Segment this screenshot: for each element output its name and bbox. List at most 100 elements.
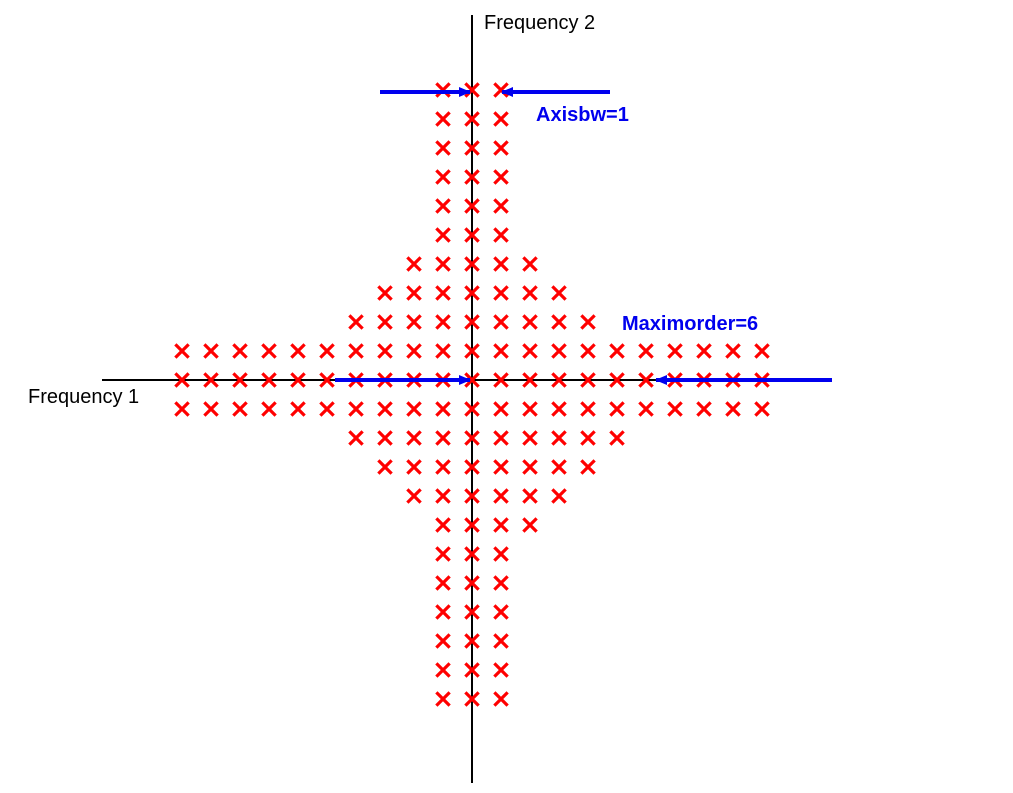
- cross-icon: [522, 343, 538, 359]
- cross-icon: [348, 343, 364, 359]
- cross-icon: [464, 691, 480, 707]
- cross-icon: [522, 256, 538, 272]
- cross-icon: [580, 372, 596, 388]
- cross-icon: [464, 227, 480, 243]
- cross-icon: [406, 488, 422, 504]
- cross-icon: [638, 343, 654, 359]
- cross-icon: [493, 662, 509, 678]
- cross-icon: [174, 343, 190, 359]
- cross-icon: [261, 343, 277, 359]
- cross-icon: [464, 401, 480, 417]
- cross-icon: [493, 372, 509, 388]
- cross-icon: [493, 140, 509, 156]
- cross-icon: [377, 314, 393, 330]
- cross-icon: [406, 256, 422, 272]
- cross-icon: [406, 314, 422, 330]
- cross-icon: [435, 285, 451, 301]
- cross-icon: [435, 401, 451, 417]
- cross-icon: [406, 459, 422, 475]
- cross-icon: [493, 575, 509, 591]
- cross-icon: [319, 372, 335, 388]
- cross-icon: [551, 343, 567, 359]
- cross-icon: [725, 343, 741, 359]
- cross-icon: [203, 372, 219, 388]
- cross-icon: [174, 401, 190, 417]
- cross-icon: [551, 314, 567, 330]
- cross-icon: [551, 430, 567, 446]
- cross-icon: [464, 198, 480, 214]
- cross-icon: [551, 401, 567, 417]
- cross-icon: [348, 401, 364, 417]
- cross-icon: [435, 691, 451, 707]
- cross-icon: [638, 401, 654, 417]
- cross-icon: [464, 662, 480, 678]
- cross-icon: [464, 517, 480, 533]
- cross-icon: [464, 575, 480, 591]
- cross-icon: [638, 372, 654, 388]
- axisbw-annotation: Axisbw=1: [536, 104, 629, 126]
- cross-icon: [493, 604, 509, 620]
- cross-icon: [435, 662, 451, 678]
- cross-icon: [435, 227, 451, 243]
- cross-icon: [319, 401, 335, 417]
- cross-icon: [464, 488, 480, 504]
- cross-icon: [319, 343, 335, 359]
- cross-icon: [493, 169, 509, 185]
- cross-icon: [348, 430, 364, 446]
- cross-icon: [609, 430, 625, 446]
- cross-icon: [406, 401, 422, 417]
- cross-icon: [493, 401, 509, 417]
- cross-icon: [406, 343, 422, 359]
- cross-icon: [696, 401, 712, 417]
- cross-icon: [493, 314, 509, 330]
- cross-icon: [551, 488, 567, 504]
- cross-icon: [493, 227, 509, 243]
- cross-icon: [580, 343, 596, 359]
- frequency-2-label: Frequency 2: [484, 12, 596, 34]
- cross-icon: [725, 401, 741, 417]
- cross-icon: [696, 343, 712, 359]
- cross-icon: [435, 430, 451, 446]
- cross-icon: [435, 343, 451, 359]
- cross-icon: [464, 285, 480, 301]
- frequency-1-label: Frequency 1: [28, 386, 140, 408]
- cross-icon: [580, 459, 596, 475]
- cross-icon: [464, 314, 480, 330]
- cross-icon: [493, 517, 509, 533]
- cross-icon: [609, 343, 625, 359]
- cross-icon: [203, 343, 219, 359]
- cross-icon: [522, 401, 538, 417]
- cross-icon: [464, 111, 480, 127]
- cross-icon: [232, 372, 248, 388]
- cross-icon: [464, 459, 480, 475]
- cross-icon: [435, 633, 451, 649]
- cross-icon: [435, 575, 451, 591]
- cross-icon: [493, 633, 509, 649]
- cross-icon: [290, 343, 306, 359]
- cross-icon: [377, 459, 393, 475]
- cross-icon: [522, 517, 538, 533]
- cross-icon: [435, 314, 451, 330]
- cross-icon: [406, 430, 422, 446]
- cross-icon: [435, 198, 451, 214]
- cross-icon: [377, 430, 393, 446]
- cross-icon: [493, 285, 509, 301]
- cross-icon: [522, 430, 538, 446]
- cross-icon: [667, 401, 683, 417]
- cross-icon: [435, 546, 451, 562]
- cross-icon: [377, 343, 393, 359]
- cross-icon: [580, 430, 596, 446]
- cross-icon: [493, 198, 509, 214]
- cross-icon: [435, 459, 451, 475]
- cross-icon: [348, 314, 364, 330]
- cross-icon: [174, 372, 190, 388]
- cross-icon: [580, 314, 596, 330]
- cross-icon: [435, 169, 451, 185]
- cross-icon: [522, 285, 538, 301]
- cross-icon: [435, 517, 451, 533]
- cross-icon: [290, 401, 306, 417]
- cross-icon: [464, 604, 480, 620]
- cross-icon: [464, 430, 480, 446]
- cross-icon: [754, 401, 770, 417]
